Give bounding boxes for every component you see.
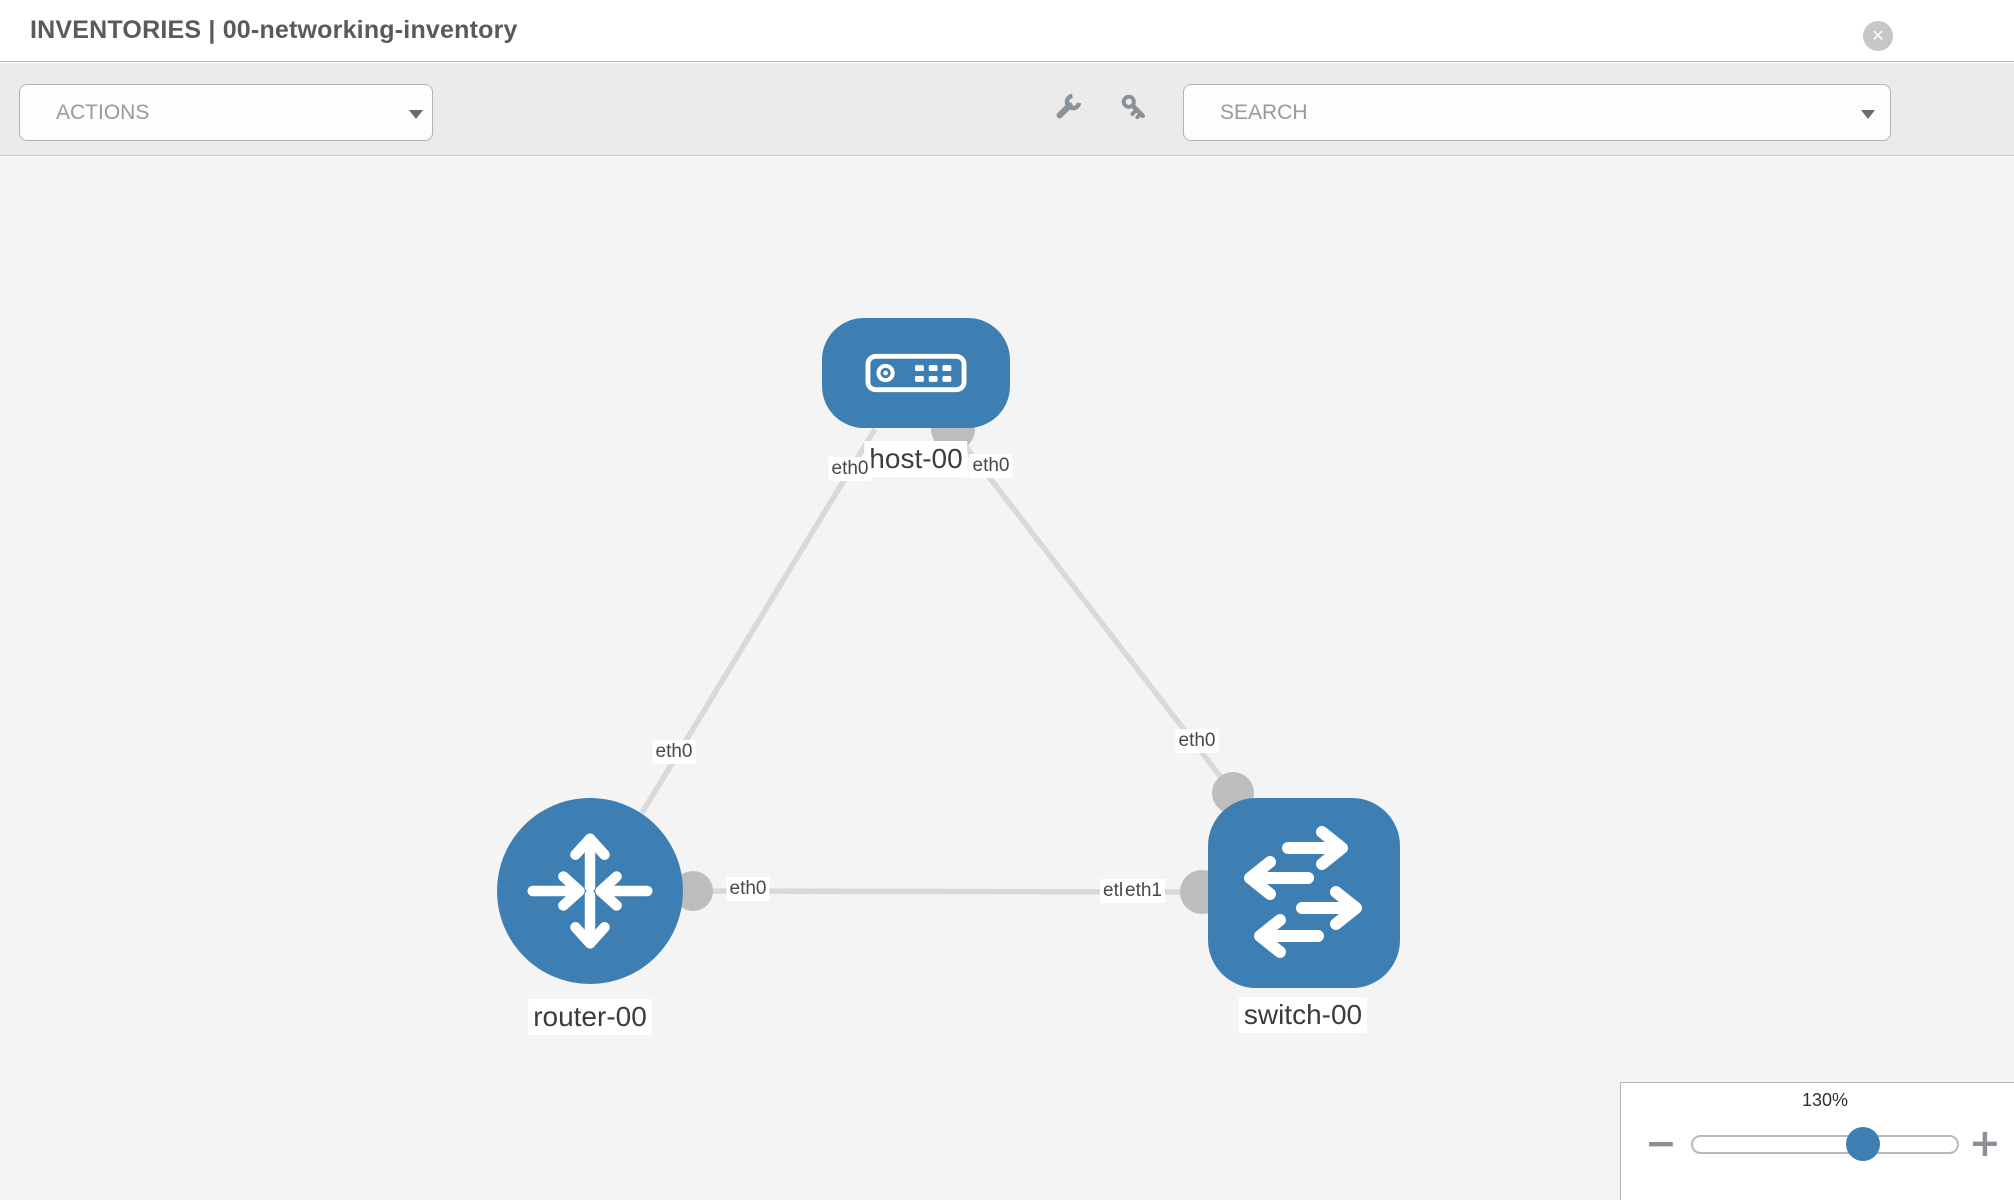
- interface-label: eth0: [1175, 729, 1219, 753]
- switch-icon: [1208, 798, 1400, 988]
- key-icon: [1118, 91, 1152, 125]
- header: INVENTORIES | 00-networking-inventory ✕: [0, 0, 2014, 62]
- node-label-router: router-00: [528, 999, 652, 1035]
- router-icon: [515, 816, 665, 966]
- interface-label: eth0: [652, 740, 696, 764]
- topology-links: [639, 427, 1236, 895]
- close-icon: ✕: [1871, 26, 1885, 45]
- node-label-switch: switch-00: [1238, 997, 1368, 1033]
- wrench-icon: [1050, 91, 1084, 125]
- key-button[interactable]: [1114, 87, 1156, 129]
- interface-label: eth0: [969, 454, 1013, 478]
- zoom-in-button[interactable]: +: [1969, 1124, 2001, 1162]
- zoom-out-button[interactable]: −: [1645, 1124, 1677, 1162]
- host-icon: [865, 353, 967, 393]
- actions-dropdown-label: ACTIONS: [56, 101, 150, 124]
- chevron-down-icon: [409, 110, 423, 119]
- chevron-down-icon: [1861, 110, 1875, 119]
- interface-label: eth1: [1122, 879, 1165, 903]
- minus-icon: −: [1645, 1121, 1677, 1165]
- node-host[interactable]: [822, 318, 1010, 428]
- toolbar: ACTIONS SEARCH: [0, 63, 2014, 156]
- node-label-host: host-00: [864, 441, 968, 477]
- plus-icon: +: [1969, 1121, 2001, 1165]
- actions-dropdown[interactable]: ACTIONS: [19, 84, 433, 141]
- zoom-slider[interactable]: [1691, 1135, 1959, 1154]
- node-switch[interactable]: [1208, 798, 1400, 988]
- topology-canvas[interactable]: host-00 router-00 switch-00 eth0 eth0 et…: [0, 157, 2014, 1200]
- interface-label: eth0: [726, 877, 770, 901]
- zoom-slider-thumb[interactable]: [1846, 1127, 1880, 1161]
- zoom-level: 130%: [1801, 1090, 1849, 1110]
- page-title: INVENTORIES | 00-networking-inventory: [30, 16, 518, 44]
- interface-label: eth0: [828, 457, 872, 481]
- search-dropdown[interactable]: SEARCH: [1183, 84, 1891, 141]
- adjust-button[interactable]: [1046, 87, 1088, 129]
- search-dropdown-label: SEARCH: [1220, 101, 1308, 124]
- close-button[interactable]: ✕: [1863, 21, 1893, 51]
- node-router[interactable]: [497, 798, 683, 984]
- zoom-panel: 130% − +: [1620, 1082, 2014, 1200]
